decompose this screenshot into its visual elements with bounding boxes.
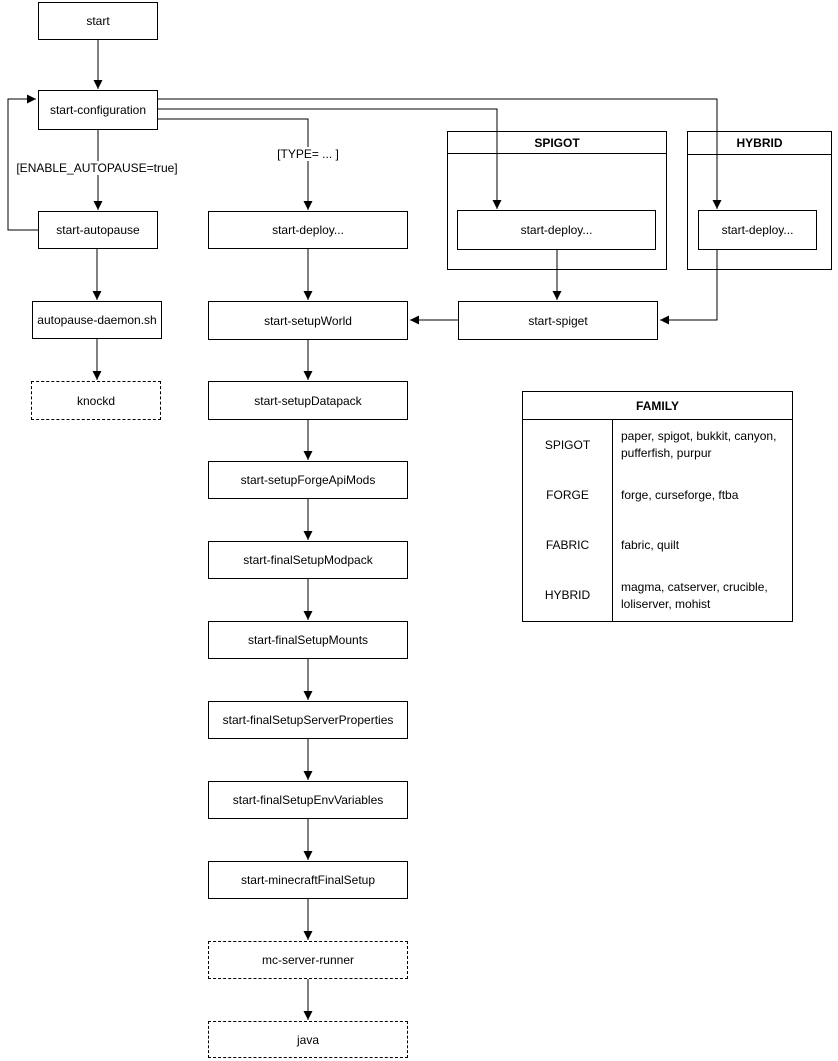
node-start-configuration: start-configuration (38, 90, 158, 130)
family-row-label: HYBRID (544, 588, 591, 603)
node-start-setup-datapack: start-setupDatapack (208, 381, 408, 420)
node-start-setup-world: start-setupWorld (208, 301, 408, 340)
family-table-col-families: SPIGOT FORGE FABRIC HYBRID (523, 420, 613, 621)
node-start-spiget: start-spiget (458, 301, 658, 340)
family-row-label: SPIGOT (544, 437, 591, 452)
node-start-deploy-main: start-deploy... (208, 211, 408, 249)
node-start-deploy-spigot: start-deploy... (457, 210, 656, 250)
group-spigot-label: SPIGOT (534, 135, 580, 150)
node-start: start (38, 2, 158, 40)
family-row-members: magma, catserver, crucible, loliserver, … (621, 579, 768, 611)
family-row-label: FABRIC (545, 538, 590, 553)
node-start-final-setup-mounts: start-finalSetupMounts (208, 621, 408, 659)
edge-configuration-to-deploy-main (158, 118, 313, 210)
node-start-final-setup-server-properties: start-finalSetupServerProperties (208, 701, 408, 739)
family-row-label: FORGE (546, 487, 589, 502)
group-hybrid-label: HYBRID (736, 136, 783, 150)
edge-label-type: [TYPE= ... ] (275, 147, 341, 161)
edge-label-enable-autopause: [ENABLE_AUTOPAUSE=true] (14, 161, 180, 175)
node-start-final-setup-modpack: start-finalSetupModpack (208, 541, 408, 579)
group-spigot-title: SPIGOT (448, 132, 666, 154)
family-table-body: SPIGOT FORGE FABRIC HYBRID paper, spigot… (523, 420, 792, 621)
family-table-title: FAMILY (523, 392, 792, 420)
node-start-setup-forge-api-mods: start-setupForgeApiMods (208, 461, 408, 499)
node-start-final-setup-env-variables: start-finalSetupEnvVariables (208, 781, 408, 819)
node-start-deploy-hybrid: start-deploy... (698, 210, 817, 250)
group-hybrid-title: HYBRID (688, 132, 831, 155)
node-knockd: knockd (31, 381, 161, 420)
node-autopause-daemon: autopause-daemon.sh (32, 301, 162, 339)
node-java: java (208, 1021, 408, 1058)
family-table: FAMILY SPIGOT FORGE FABRIC HYBRID paper,… (522, 391, 793, 622)
family-row-members: fabric, quilt (621, 538, 680, 553)
node-mc-server-runner: mc-server-runner (208, 941, 408, 979)
family-table-col-members: paper, spigot, bukkit, canyon, pufferfis… (613, 420, 792, 621)
node-start-minecraft-final-setup: start-minecraftFinalSetup (208, 861, 408, 899)
node-start-autopause: start-autopause (38, 211, 158, 249)
family-row-members: forge, curseforge, ftba (621, 487, 739, 502)
family-row-members: paper, spigot, bukkit, canyon, pufferfis… (621, 429, 777, 461)
